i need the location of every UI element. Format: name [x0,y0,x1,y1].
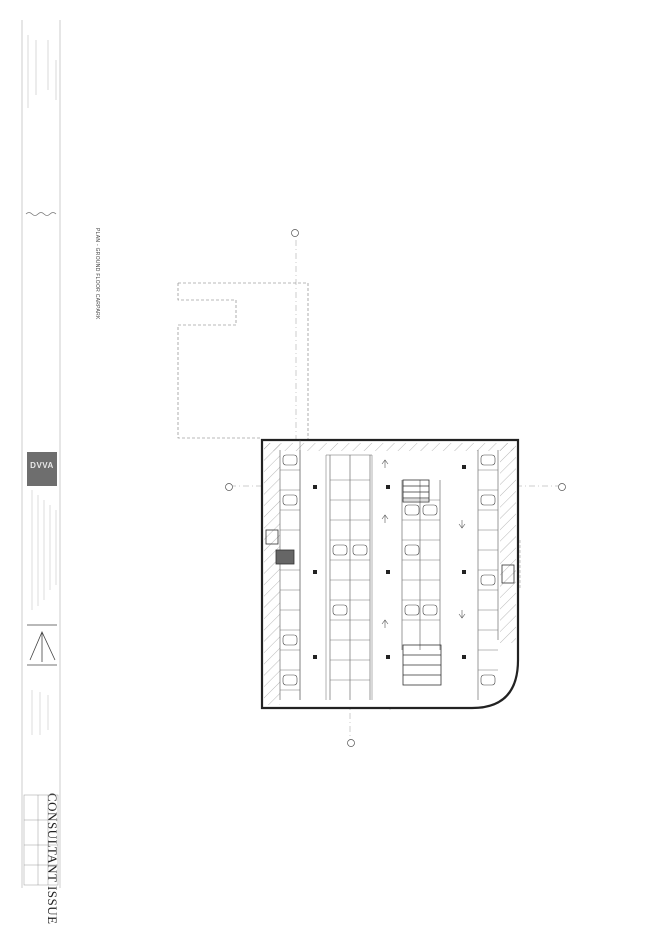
practice-logo-text: DVVA [30,461,54,470]
traffic-arrows [381,459,466,628]
upper-level-outline [177,282,309,440]
parked-cars [282,454,496,686]
grid-bubbles [225,229,566,747]
title-block [21,20,61,888]
stair-cores [265,479,515,686]
practice-logo: DVVA [27,452,57,486]
structural-columns [313,465,466,659]
carpark-floor-plan [260,438,521,710]
